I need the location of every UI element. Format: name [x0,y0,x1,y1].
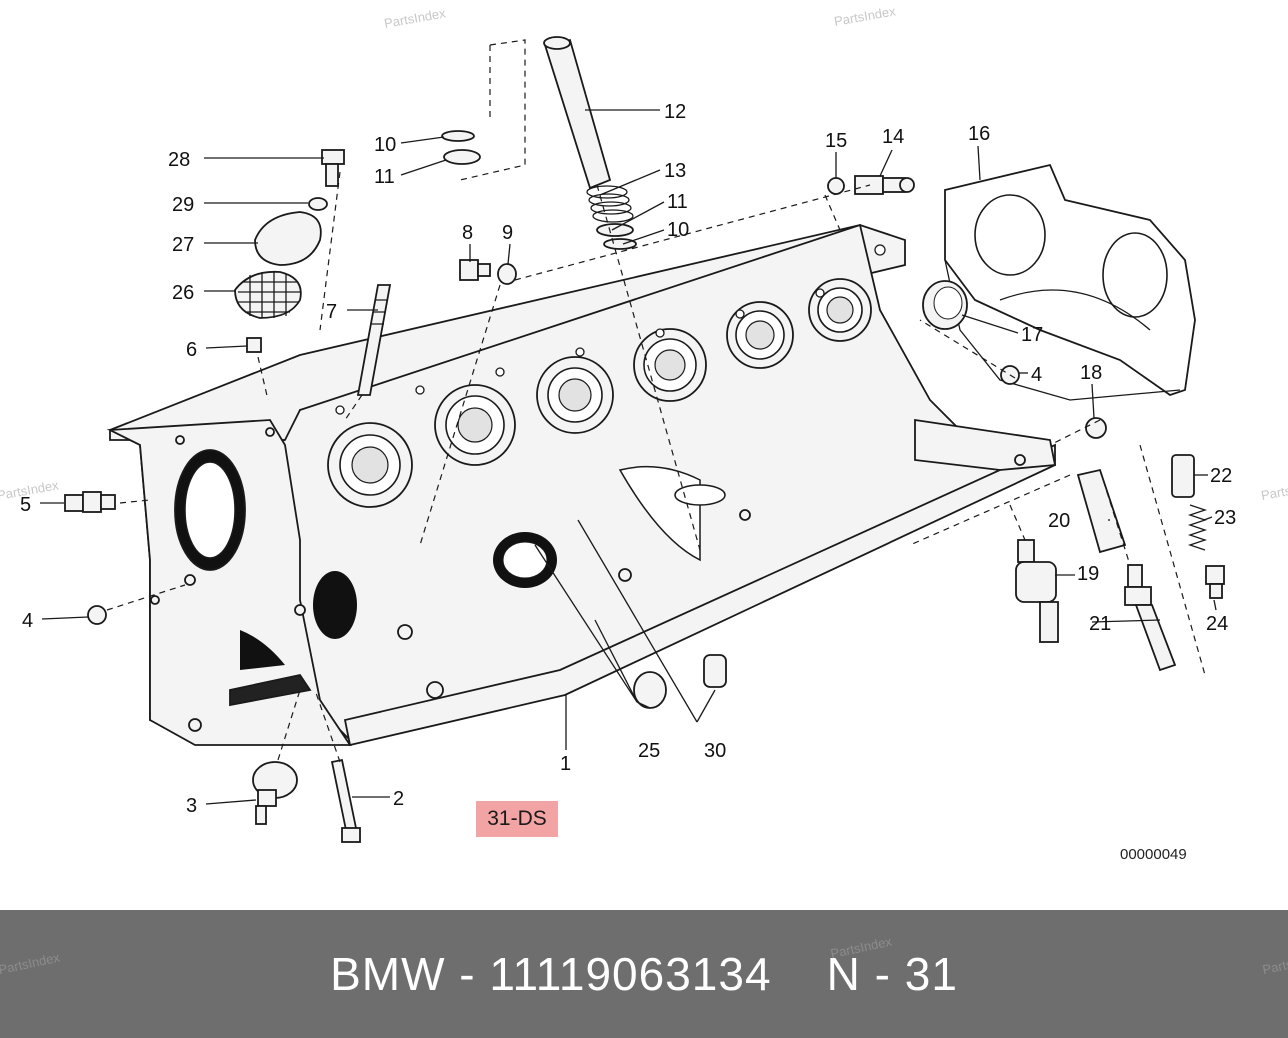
callout-label: 3 [186,795,197,817]
callout-label: 7 [326,301,337,323]
diagram-code-label: 31-DS [476,801,558,837]
callout-label: 4 [1031,364,1042,386]
screw-plug [459,259,479,281]
washer [308,197,328,211]
callout-label: 11 [374,166,395,188]
callout-label: 28 [168,149,190,171]
gasket-ring [827,177,845,195]
watermark: PartsIndex [1261,949,1288,978]
callout-label: 23 [1214,507,1236,529]
watermark: PartsIndex [833,3,897,29]
dowel-sleeve [246,337,262,353]
callout-label: 1 [560,753,571,775]
seal-ring [596,223,634,237]
o-ring [603,238,637,250]
gasket-ring [497,263,517,285]
part-title: BMW - 11119063134 N - 31 [330,948,958,1000]
callout-label: 15 [825,130,847,152]
engine-block [106,223,1057,747]
callout-label: 18 [1080,362,1102,384]
callout-label: 30 [704,740,726,762]
callout-label: 13 [664,160,686,182]
drawing-number: 00000049 [1120,846,1187,863]
o-ring [441,130,475,142]
bolt [321,149,345,187]
page-reference: N - 31 [826,948,958,1000]
callout-labels: 28 29 27 26 6 7 8 9 10 11 12 13 11 10 15… [20,101,1236,817]
parts-diagram: PartsIndex PartsIndex PartsIndex PartsIn… [0,3,1288,843]
cylinder-bores [327,278,872,508]
oil-nozzle [1015,539,1059,643]
callout-label: 27 [172,234,194,256]
callout-label: 21 [1089,613,1111,635]
watermark: PartsIndex [0,949,62,978]
pressure-valve [1124,564,1177,672]
watermark: PartsIndex [1260,477,1288,503]
end-plate-gasket [944,163,1196,401]
piston [1171,454,1195,498]
guide-sleeve [1076,468,1127,554]
callout-label: 29 [172,194,194,216]
strainer-screen [234,270,302,319]
callout-label: 11 [667,191,688,213]
fitting [854,175,915,195]
callout-label: 12 [664,101,686,123]
bolt [330,758,361,843]
callout-label: 24 [1206,613,1228,635]
callout-label: 5 [20,494,31,516]
plug [87,605,107,625]
callout-label: 17 [1021,324,1043,346]
callout-label: 20 [1048,510,1070,532]
spring [586,185,634,223]
callout-label: 8 [462,222,473,244]
callout-label: 26 [172,282,194,304]
callout-label: 16 [968,123,990,145]
callout-label: 25 [638,740,660,762]
nut [1085,417,1107,439]
sensor [252,761,298,825]
fitting [64,491,116,513]
spring [1187,504,1208,551]
shaft-seal [922,280,968,330]
callout-label: 2 [393,788,404,810]
plug [1205,565,1225,599]
footer-bar: PartsIndex PartsIndex PartsIndex BMW - 1… [0,910,1288,1038]
callout-label: 10 [374,134,396,156]
callout-label: 4 [22,610,33,632]
brand-name: BMW [330,948,446,1000]
callout-label: 14 [882,126,904,148]
callout-label: 22 [1210,465,1232,487]
callout-label: 10 [667,219,689,241]
callout-label: 6 [186,339,197,361]
part-number: 11119063134 [489,948,772,1000]
watermark: PartsIndex [383,5,447,31]
callout-label: 19 [1077,563,1099,585]
callout-label: 9 [502,222,513,244]
cover [254,211,322,266]
dipstick-tube [543,36,612,190]
leader-lines [40,39,1217,805]
seal-ring [443,149,481,165]
dowel [703,654,727,688]
